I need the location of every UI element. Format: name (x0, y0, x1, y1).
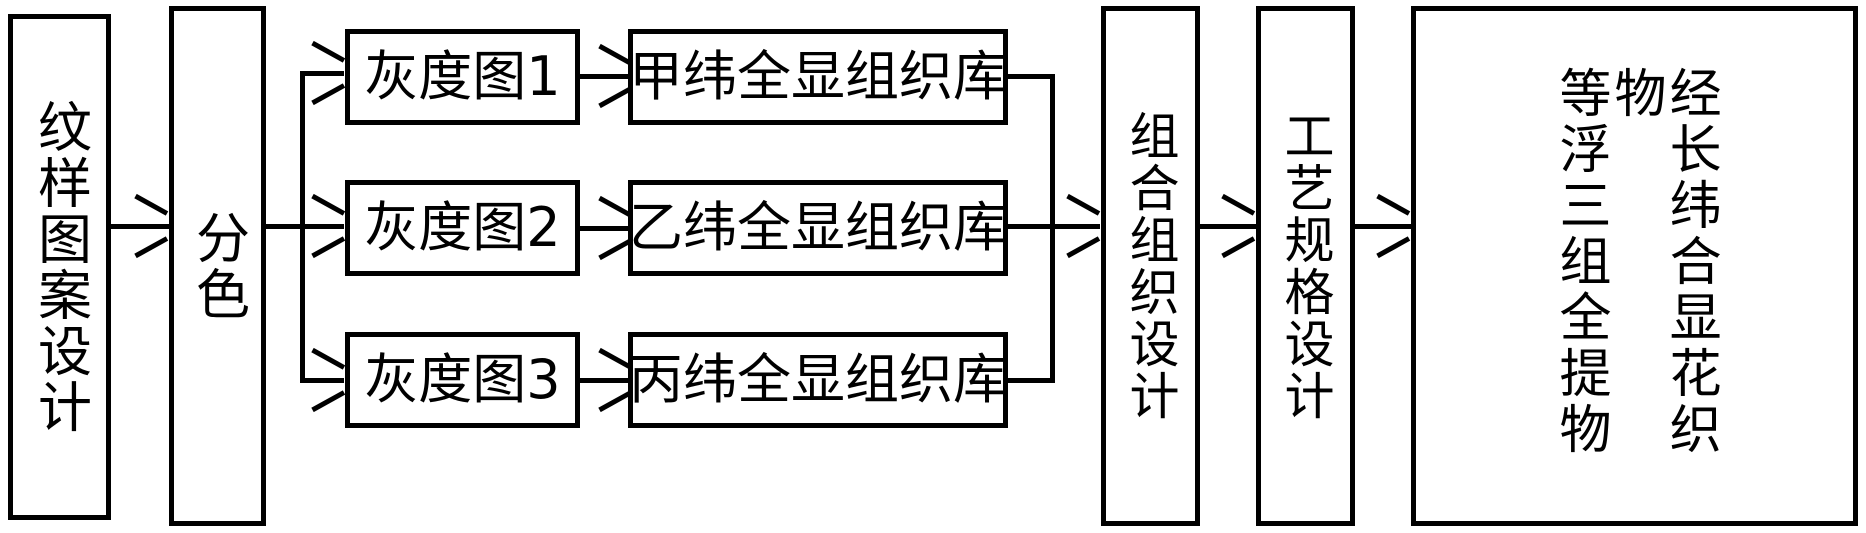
node-pattern-design-label: 纹样图案设计 (28, 99, 92, 435)
edge-combined-to-process-arrowhead (1218, 209, 1252, 243)
edge-gray2-to-lib-arrowhead (595, 211, 629, 245)
node-gray-map-2[interactable]: 灰度图2 (345, 180, 580, 276)
merge-row2-line (1008, 224, 1100, 229)
node-weave-library-jia-label: 甲纬全显组织库 (629, 45, 1007, 108)
node-gray-map-1-label: 灰度图1 (364, 45, 561, 108)
node-process-spec-design[interactable]: 工艺规格设计 (1256, 6, 1355, 526)
edge-pattern-to-separation-arrowhead (131, 209, 165, 243)
node-weave-library-bing-label: 丙纬全显组织库 (629, 348, 1007, 411)
branch-row3-arrowhead (308, 363, 342, 397)
edge-gray3-to-lib-arrowhead (595, 363, 629, 397)
merge-row3-line (1008, 378, 1055, 383)
node-final-fabric[interactable]: 经长纬合显花织物等浮三组全提物 (1411, 6, 1858, 526)
node-combined-weave-design[interactable]: 组合组织设计 (1101, 6, 1200, 526)
node-process-spec-design-label: 工艺规格设计 (1276, 110, 1335, 422)
node-color-separation-label: 分色 (186, 210, 250, 322)
node-combined-weave-design-label: 组合组织设计 (1121, 110, 1180, 422)
node-gray-map-1[interactable]: 灰度图1 (345, 29, 580, 125)
node-weave-library-bing[interactable]: 丙纬全显组织库 (628, 332, 1008, 428)
edge-process-to-fabric-arrowhead (1373, 209, 1407, 243)
node-color-separation[interactable]: 分色 (169, 6, 266, 526)
branch-row2-arrowhead (308, 209, 342, 243)
node-final-fabric-column-left: 等浮三组全提物 (1549, 66, 1610, 458)
node-gray-map-3-label: 灰度图3 (364, 348, 561, 411)
node-gray-map-2-label: 灰度图2 (364, 196, 561, 259)
node-weave-library-yi-label: 乙纬全显组织库 (629, 196, 1007, 259)
merge-to-combined-arrowhead (1063, 209, 1097, 243)
node-weave-library-yi[interactable]: 乙纬全显组织库 (628, 180, 1008, 276)
node-weave-library-jia[interactable]: 甲纬全显组织库 (628, 29, 1008, 125)
edge-gray1-to-lib-arrowhead (595, 59, 629, 93)
merge-row1-line (1008, 74, 1055, 79)
node-final-fabric-column-right: 经长纬合显花织物 (1605, 66, 1721, 458)
branch-stub-line (266, 224, 304, 229)
branch-row1-arrowhead (308, 56, 342, 90)
node-gray-map-3[interactable]: 灰度图3 (345, 332, 580, 428)
node-pattern-design[interactable]: 纹样图案设计 (8, 14, 111, 520)
node-final-fabric-label: 经长纬合显花织物等浮三组全提物 (1549, 66, 1721, 466)
